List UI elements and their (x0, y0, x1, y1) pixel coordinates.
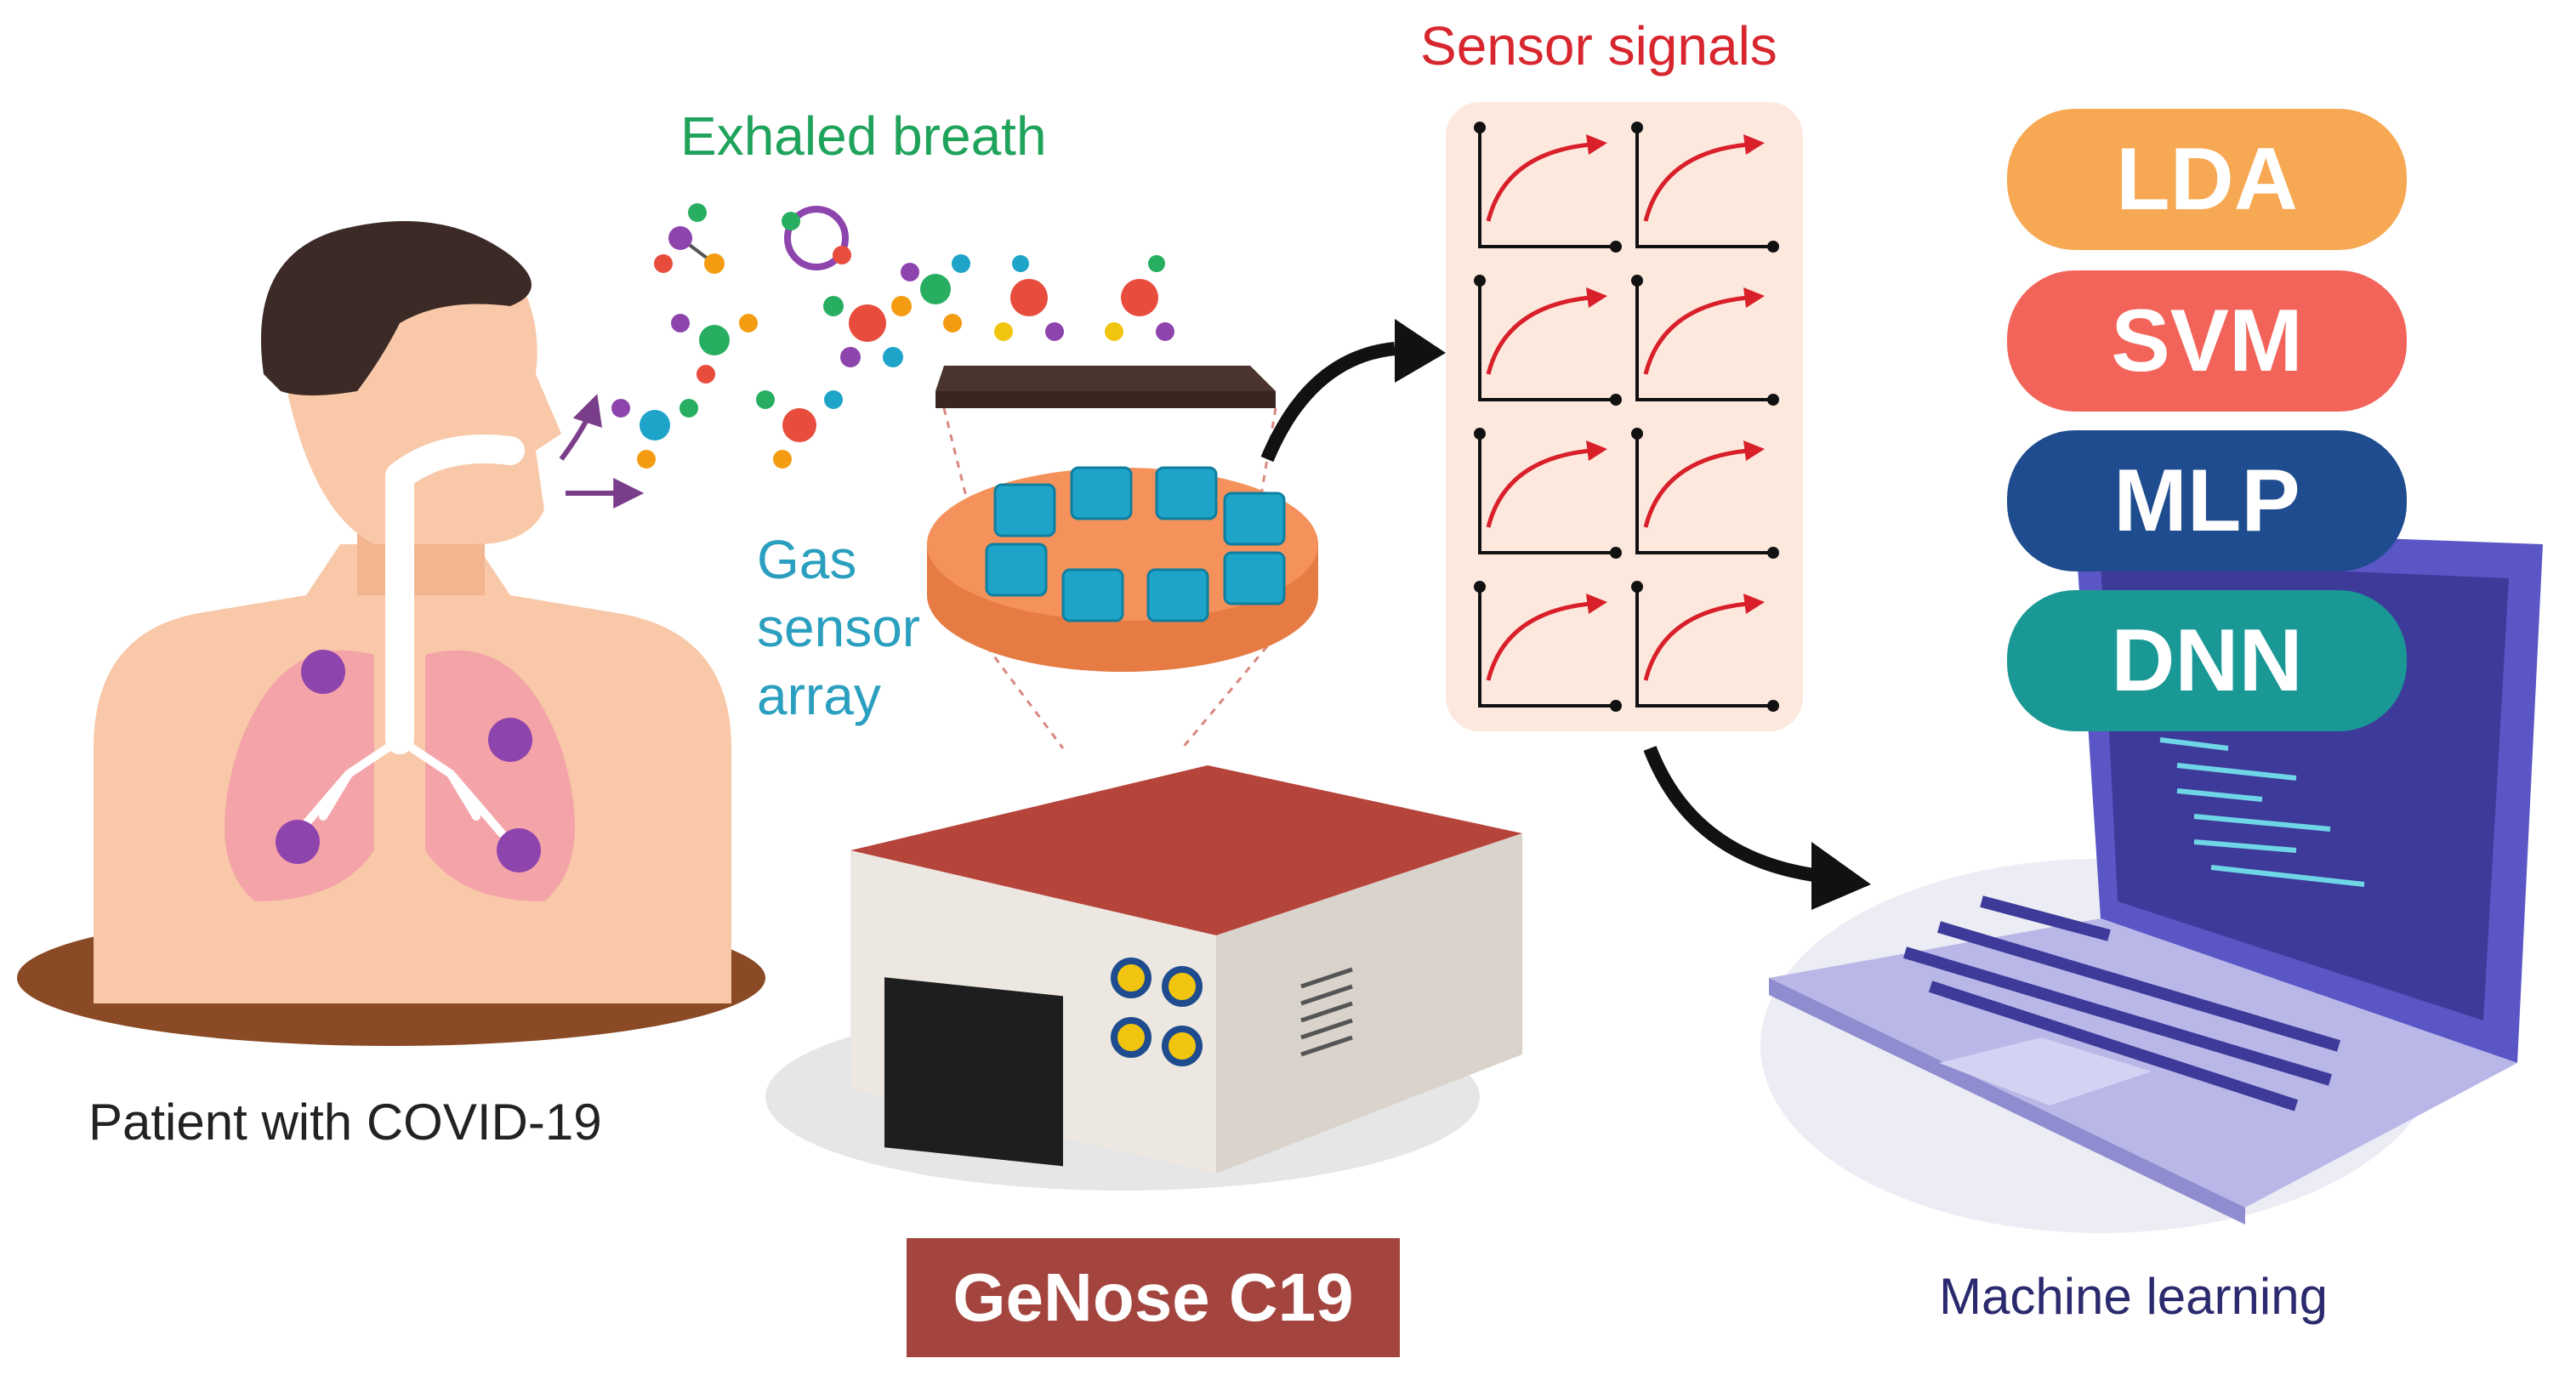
genose-device (765, 765, 1522, 1191)
algorithm-badge-lda: LDA (2007, 109, 2407, 250)
molecule-icon (756, 390, 843, 469)
patient-illustration (17, 221, 765, 1046)
arrow-head-icon (1811, 842, 1871, 910)
gas-sensor-array-line: Gas (757, 529, 857, 590)
molecule-icon (901, 254, 970, 332)
arrow-to-signals-icon (1260, 342, 1396, 463)
device-name-badge: GeNose C19 (907, 1238, 1400, 1357)
arrow-head-icon (1395, 319, 1446, 383)
molecule-icon (823, 296, 912, 367)
bronchi (293, 736, 506, 838)
signal-plot-icon (1631, 275, 1779, 406)
device-name-text: GeNose C19 (952, 1259, 1354, 1335)
algorithm-badge-mlp: MLP (2007, 430, 2407, 571)
molecule-icon (671, 314, 758, 384)
algorithm-badge-dnn: DNN (2007, 590, 2407, 731)
algorithm-label: MLP (2113, 451, 2300, 550)
code-lines (2159, 737, 2365, 887)
signal-plot-icon (1474, 275, 1622, 406)
sensor-signals-panel (1446, 102, 1803, 731)
touchpad (1939, 1037, 2152, 1105)
algorithm-label: LDA (2116, 129, 2298, 229)
patient-label: Patient with COVID-19 (88, 1094, 602, 1151)
machine-learning-label: Machine learning (1939, 1268, 2328, 1325)
keyboard (1902, 895, 2340, 1111)
gas-sensor-array-label: Gas sensor array (757, 526, 920, 730)
signal-plot-icon (1474, 428, 1622, 559)
gas-sensor-array-line: array (757, 665, 881, 726)
virus-icon (276, 650, 541, 872)
device-ports (1111, 958, 1203, 1066)
patient-hair (260, 221, 532, 395)
molecule-icon (611, 399, 698, 469)
algorithm-label: DNN (2111, 611, 2303, 710)
signal-plot-icon (1631, 428, 1779, 559)
arrow-to-laptop-icon (1643, 746, 1822, 883)
signal-plot-icon (1631, 581, 1779, 712)
breath-molecules (611, 203, 970, 469)
signal-plot-icon (1474, 122, 1622, 253)
molecule-icon (782, 206, 851, 270)
device-vent (1300, 967, 1353, 1057)
signal-plot-icon (1474, 581, 1622, 712)
lung-left (225, 650, 374, 901)
gas-sensor-array-line: sensor (757, 597, 921, 658)
gas-sensor-array-icon (927, 466, 1318, 672)
molecule-icon (654, 203, 725, 274)
signal-plot-icon (1631, 122, 1779, 253)
patient-airway (385, 435, 525, 754)
sensor-chip (935, 255, 1276, 408)
algorithm-label: SVM (2111, 291, 2303, 390)
exhaled-breath-label: Exhaled breath (680, 105, 1047, 167)
device-screen (884, 977, 1063, 1167)
exhale-arrow-icon (559, 394, 602, 461)
sensor-signals-label: Sensor signals (1420, 15, 1777, 77)
algorithm-badge-svm: SVM (2007, 270, 2407, 412)
